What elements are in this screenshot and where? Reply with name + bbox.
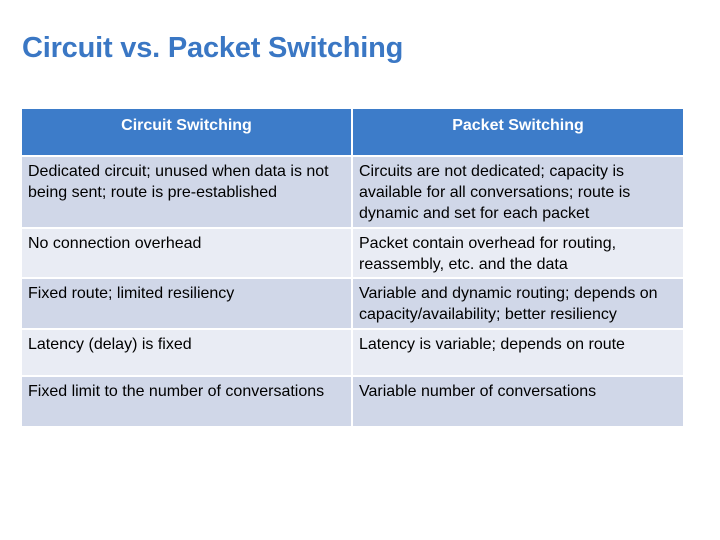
circuit-switching-cell: No connection overhead [22,228,353,279]
circuit-switching-cell: Latency (delay) is fixed [22,329,353,377]
packet-switching-cell: Latency is variable; depends on route [352,329,683,377]
packet-switching-cell: Variable number of conversations [352,376,683,428]
packet-switching-cell: Packet contain overhead for routing, rea… [352,228,683,279]
table-row: No connection overhead Packet contain ov… [22,228,683,279]
circuit-switching-cell: Fixed route; limited resiliency [22,278,353,330]
table-row: Latency (delay) is fixed Latency is vari… [22,329,683,377]
table-row: Fixed route; limited resiliency Variable… [22,278,683,330]
comparison-table: Circuit Switching Packet Switching Dedic… [22,109,683,428]
table-row: Dedicated circuit; unused when data is n… [22,156,683,229]
column-header-packet-switching: Packet Switching [352,109,683,157]
slide-title: Circuit vs. Packet Switching [22,32,404,64]
circuit-switching-cell: Fixed limit to the number of conversatio… [22,376,353,428]
packet-switching-cell: Variable and dynamic routing; depends on… [352,278,683,330]
circuit-switching-cell: Dedicated circuit; unused when data is n… [22,156,353,229]
table-row: Fixed limit to the number of conversatio… [22,376,683,428]
table-header-row: Circuit Switching Packet Switching [22,109,683,157]
packet-switching-cell: Circuits are not dedicated; capacity is … [352,156,683,229]
column-header-circuit-switching: Circuit Switching [22,109,353,157]
